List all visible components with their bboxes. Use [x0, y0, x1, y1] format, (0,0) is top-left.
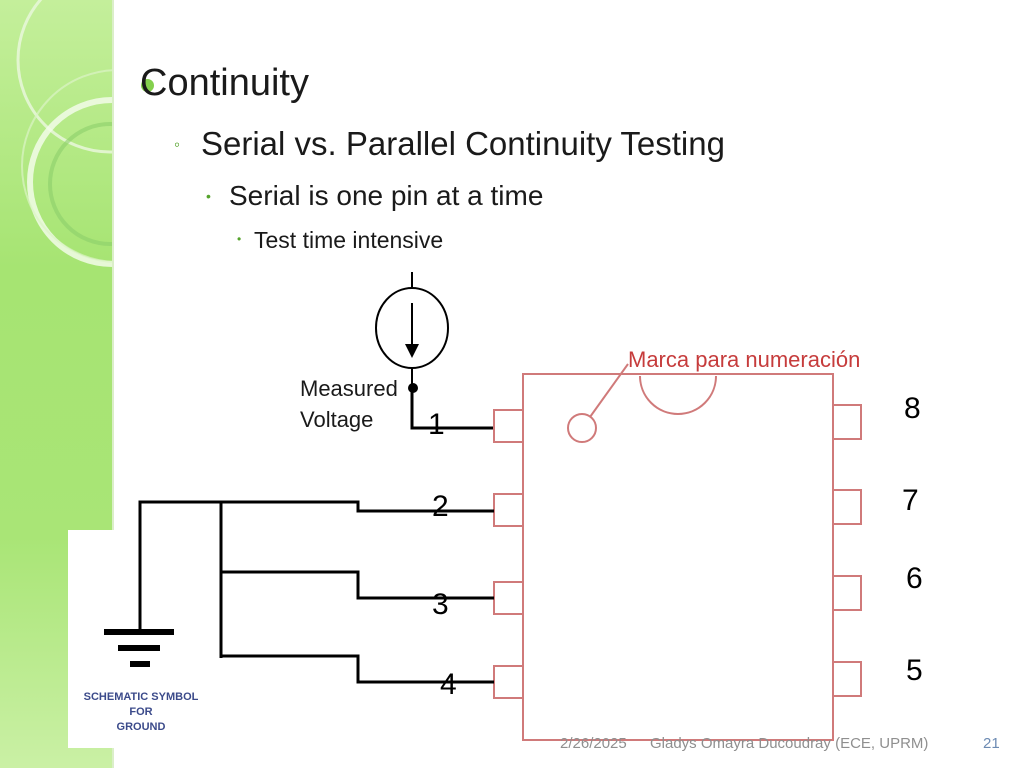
ground-label-line2: FOR [129, 706, 153, 718]
bullet-level2: Serial vs. Parallel Continuity Testing [201, 125, 725, 162]
measured-label-line1: Measured [300, 376, 398, 401]
pin-label-5: 5 [906, 654, 923, 687]
measured-voltage-label: Measured Voltage [300, 373, 398, 435]
pin-3 [493, 581, 524, 615]
pin-label-2: 2 [432, 490, 449, 523]
left-pins [493, 409, 524, 699]
pin1-wire [410, 388, 494, 430]
pin-6 [832, 575, 862, 611]
pin-4 [493, 665, 524, 699]
bullet-level1: Continuity [140, 62, 309, 104]
bullet-level4: Test time intensive [254, 227, 444, 253]
slide-bullets: Continuity ◦ Serial vs. Parallel Continu… [0, 0, 1024, 280]
pin-label-8: 8 [904, 392, 921, 425]
bullet-small-dot-icon: • [206, 188, 211, 204]
ground-label-line3: GROUND [116, 721, 166, 733]
pin-7 [832, 489, 862, 525]
sidebar-decoration [0, 0, 114, 768]
ground-label-line1: SCHEMATIC SYMBOL [83, 691, 199, 703]
pin1-marker-label: Marca para numeración [628, 347, 860, 372]
pin-label-1: 1 [428, 408, 445, 441]
sidebar-edge [112, 0, 114, 768]
bullet-level3: Serial is one pin at a time [229, 180, 544, 211]
pin-1 [493, 409, 524, 443]
pin-5 [832, 661, 862, 697]
footer-date: 2/26/2025 [560, 735, 627, 752]
pin-2 [493, 493, 524, 527]
footer-page-number: 21 [983, 735, 1000, 752]
ground-symbol-panel [68, 530, 218, 748]
current-source-icon [375, 272, 449, 388]
bullet-dot-icon [141, 79, 154, 92]
ground-wiring [138, 500, 494, 684]
bullet-circle-icon: ◦ [174, 135, 181, 154]
pin-label-7: 7 [902, 484, 919, 517]
ground-symbol-label: SCHEMATIC SYMBOL FOR GROUND [68, 690, 214, 735]
chip-notch [639, 375, 717, 415]
pin-label-3: 3 [432, 588, 449, 621]
pin-8 [832, 404, 862, 440]
measured-label-line2: Voltage [300, 407, 374, 432]
marker-pointer-line [589, 363, 629, 418]
pin1-marker-circle [567, 413, 597, 443]
footer-author: Gladys Omayra Ducoudray (ECE, UPRM) [650, 735, 929, 752]
chip-body [522, 373, 834, 741]
right-pins [832, 404, 862, 697]
bullet-tiny-dot-icon: • [237, 232, 242, 246]
pin-label-4: 4 [440, 668, 457, 701]
ground-symbol-icon [104, 530, 174, 667]
pin-label-6: 6 [906, 562, 923, 595]
